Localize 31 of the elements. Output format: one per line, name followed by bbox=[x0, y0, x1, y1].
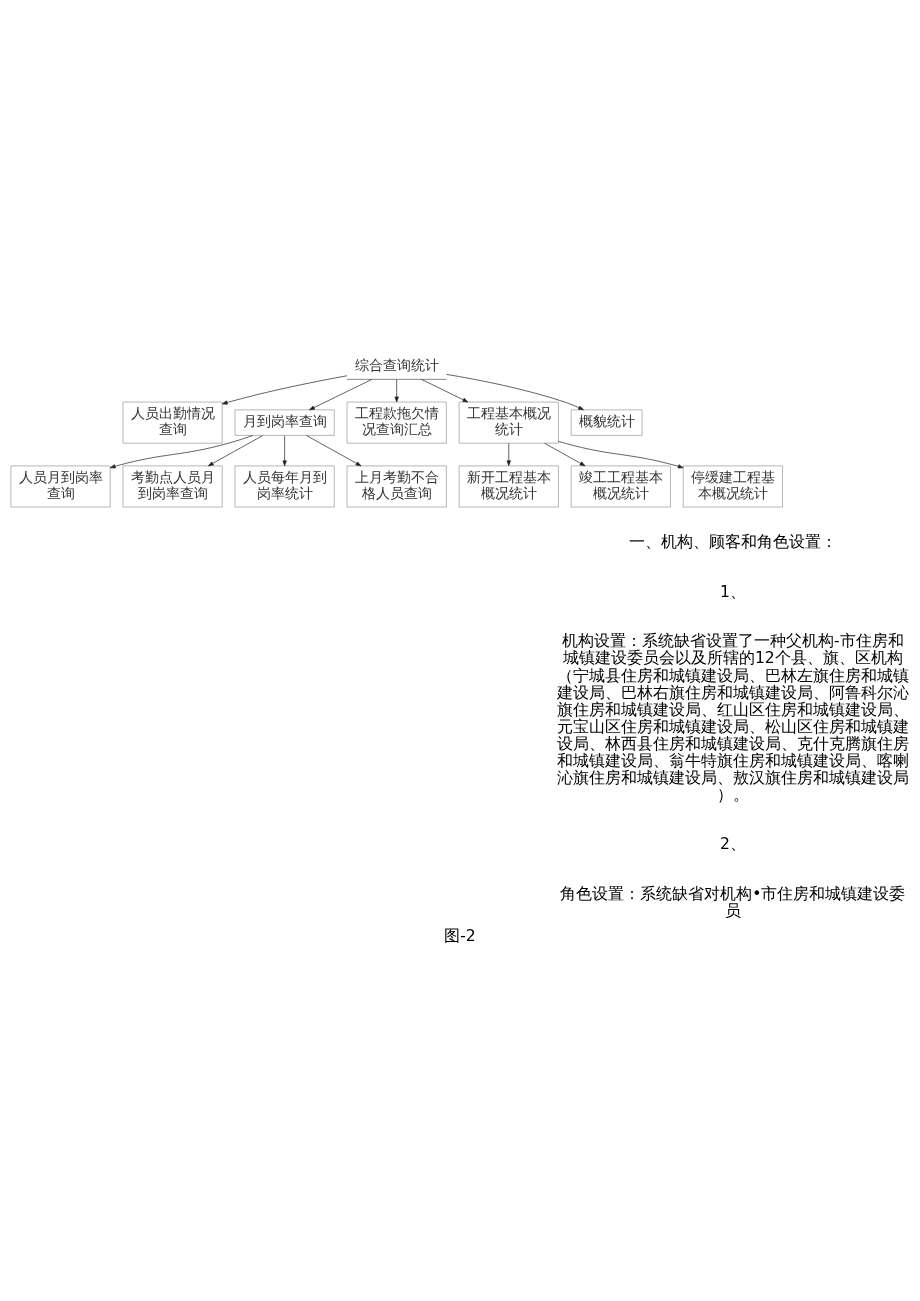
node-box: 工程基本概况统计 bbox=[458, 401, 559, 444]
node-box: 月到岗率查询 bbox=[234, 409, 335, 436]
node-box: 人员月到岗率查询 bbox=[10, 465, 111, 507]
node-box: 人员出勤情况查询 bbox=[122, 401, 223, 444]
label: 一、机构、顾客和角色设置： bbox=[628, 532, 837, 551]
arrow bbox=[421, 378, 469, 402]
node-box: 概貌统计 bbox=[570, 409, 643, 436]
arrow bbox=[282, 434, 287, 466]
node-box: 上月考勤不合格人员查询 bbox=[346, 465, 447, 507]
arrow bbox=[544, 442, 586, 466]
arrow bbox=[221, 374, 348, 405]
label: 1、 bbox=[719, 582, 746, 601]
node-box: 竣工工程基本概况统计 bbox=[570, 465, 671, 507]
node-box: 工程款拖欠情况查询汇总 bbox=[346, 401, 447, 444]
label: 机构设置：系统缺省设置了一种父机构-市住房和城镇建设委员会以及所辖的12个县、旗、区机构（宁城县住房和城镇建设局、巴林左旗住房和城镇建设局、巴林右旗住房和城镇建设局、阿鲁科尔沁旗住房和城镇建设局、红山区住房和城镇建设局、元宝山区住房和城镇建设局、松山区住房和城镇建设局、林西县住房和城镇建设局、克什克腾旗住房和城镇建设局、翁牛特旗住房和城镇建设局、喀喇沁旗住房和城镇建设局、敖汉旗住房和城镇建设局）。 bbox=[556, 631, 909, 804]
arrow bbox=[306, 434, 362, 466]
arrow bbox=[109, 434, 254, 468]
arrow bbox=[207, 434, 264, 466]
node-box: 考勤点人员月到岗率查询 bbox=[122, 465, 223, 507]
arrow bbox=[394, 378, 399, 402]
node-box: 人员每年月到岗率统计 bbox=[234, 465, 335, 507]
node-box: 停缓建工程基本概况统计 bbox=[682, 465, 783, 507]
arrow bbox=[506, 442, 511, 466]
arrow bbox=[309, 378, 373, 410]
caption: 图-2 bbox=[444, 926, 476, 945]
node-text: 综合查询统计 bbox=[354, 356, 439, 373]
label: 角色设置：系统缺省对机构•市住房和城镇建设委员 bbox=[560, 884, 906, 920]
label: 2、 bbox=[719, 834, 746, 853]
arrow bbox=[558, 440, 684, 468]
arrow bbox=[446, 373, 584, 410]
node-box: 新开工程基本概况统计 bbox=[458, 465, 559, 507]
